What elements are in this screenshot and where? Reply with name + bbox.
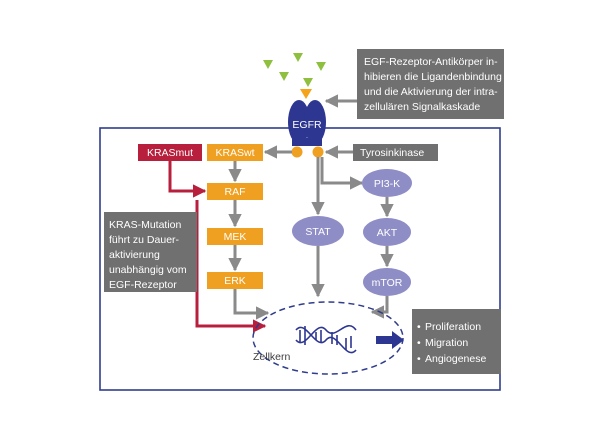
raf-box: [207, 183, 263, 200]
nucleus-label: Zellkern: [253, 351, 291, 363]
dna-icon: [295, 324, 357, 354]
svg-text:unabhängig vom: unabhängig vom: [109, 264, 187, 276]
svg-text:und die Aktivierung der intra-: und die Aktivierung der intra-: [364, 86, 498, 98]
arrow-erk-nucleus: [233, 289, 270, 320]
kras-mut-label: KRASmut: [147, 147, 193, 159]
nucleus-outline: [252, 301, 404, 375]
outcomes-list: • Proliferation • Migration • Angiogenes…: [417, 321, 486, 365]
erk-label: ERK: [224, 275, 246, 287]
svg-text:hibieren die Ligandenbindung: hibieren die Ligandenbindung: [364, 71, 502, 83]
arrow-mtor-nucleus: [370, 296, 389, 319]
stat-node: [292, 216, 344, 246]
kras-mut-box: [138, 144, 202, 161]
akt-node: [363, 218, 411, 246]
svg-text:•: •: [417, 337, 421, 349]
svg-text:führt zu Dauer-: führt zu Dauer-: [109, 234, 180, 246]
outcome-arrow: [376, 331, 404, 349]
egfr-receptor: [288, 100, 326, 146]
raf-label: RAF: [225, 186, 246, 198]
kras-wt-box: [207, 144, 263, 161]
antibody-note-box: [357, 49, 504, 119]
pi3k-node: [362, 169, 412, 197]
mtor-node: [363, 268, 411, 296]
akt-label: AKT: [377, 227, 398, 239]
svg-text:EGF-Rezeptor-Antikörper in-: EGF-Rezeptor-Antikörper in-: [364, 56, 498, 68]
svg-text:EGF-Rezeptor: EGF-Rezeptor: [109, 279, 177, 291]
kinase-note-label: Tyrosinkinase: [360, 147, 424, 159]
outcomes-box: [412, 309, 501, 374]
outcome-proliferation: Proliferation: [425, 321, 481, 333]
outcome-migration: Migration: [425, 337, 468, 349]
mek-label: MEK: [224, 231, 247, 243]
svg-text:KRAS-Mutation: KRAS-Mutation: [109, 219, 182, 231]
ligand-triangles: [263, 53, 326, 99]
mek-box: [207, 228, 263, 245]
svg-text:aktivierung: aktivierung: [109, 249, 160, 261]
kinase-dot-right: [312, 146, 324, 158]
arrow-kras-mut-raf: [168, 161, 207, 198]
arrow-receptor-pi3k: [320, 157, 364, 190]
pi3k-label: PI3-K: [374, 178, 400, 190]
receptor-label: EGFR: [292, 119, 322, 131]
stat-label: STAT: [305, 226, 331, 238]
svg-text:•: •: [417, 321, 421, 333]
outcome-angiogenese: Angiogenese: [425, 353, 486, 365]
arrow-kras-mut-nucleus: [195, 200, 267, 333]
erk-box: [207, 272, 263, 289]
kras-wt-label: KRASwt: [215, 147, 254, 159]
kinase-note-box: [353, 144, 438, 161]
svg-text:•: •: [417, 353, 421, 365]
svg-text:zellulären Signalkaskade: zellulären Signalkaskade: [364, 101, 480, 113]
antibody-note-text: EGF-Rezeptor-Antikörper in- hibieren die…: [364, 56, 502, 113]
kras-mutation-note-box: [104, 212, 197, 292]
kinase-dot-left: [291, 146, 303, 158]
kras-mutation-note-text: KRAS-Mutation führt zu Dauer- aktivierun…: [109, 219, 187, 291]
mtor-label: mTOR: [372, 277, 403, 289]
